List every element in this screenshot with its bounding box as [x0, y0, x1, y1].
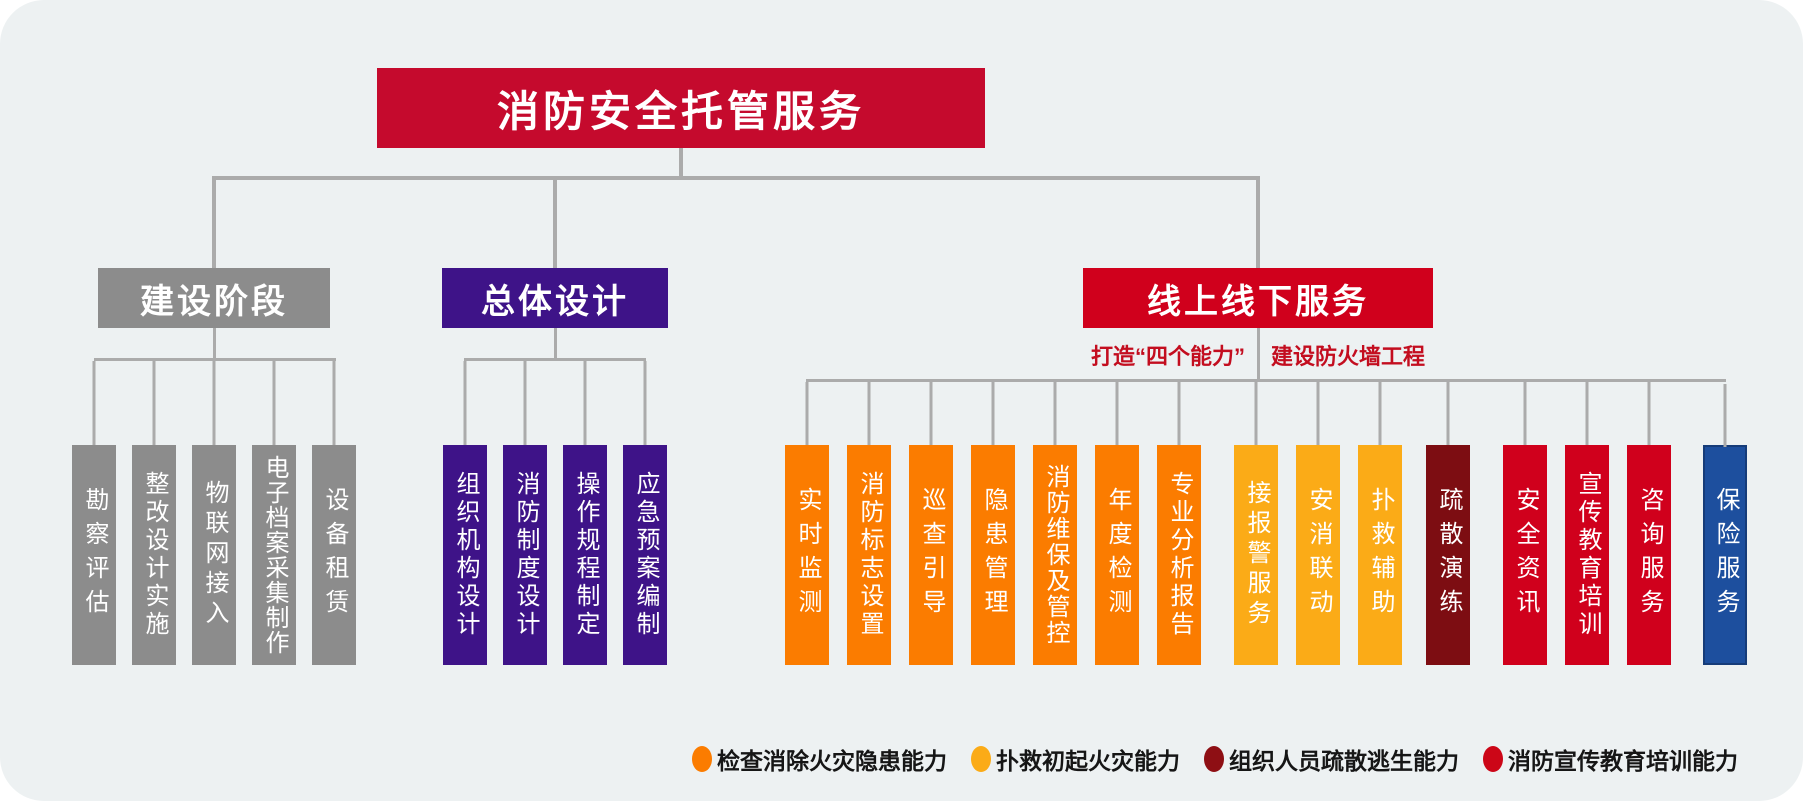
branch-construction: 建设阶段: [98, 268, 330, 328]
org-column-label: 勘察评估: [81, 487, 108, 623]
legend-dot-icon: [971, 746, 991, 772]
org-column-label: 安全资讯: [1512, 487, 1539, 623]
org-column: 应急预案编制: [623, 445, 667, 665]
legend-label: 检查消除火灾隐患能力: [717, 748, 947, 774]
connector-line: [1256, 180, 1260, 268]
org-column: 消防标志设置: [847, 445, 891, 665]
org-column-label: 消防制度设计: [512, 471, 539, 639]
org-column: 保险服务: [1703, 445, 1747, 665]
org-column-label: 年度检测: [1104, 487, 1131, 623]
org-column: 年度检测: [1095, 445, 1139, 665]
org-column-label: 物联网接入: [201, 480, 228, 630]
org-column: 宣传教育培训: [1565, 445, 1609, 665]
branch-service: 线上线下服务: [1083, 268, 1433, 328]
root-node: 消防安全托管服务: [377, 68, 985, 148]
connector-line: [806, 379, 1726, 382]
org-column-label: 操作规程制定: [572, 471, 599, 639]
legend-item: 组织人员疏散逃生能力: [1204, 742, 1459, 776]
legend-dot-icon: [692, 746, 712, 772]
legend-dot-icon: [1204, 746, 1224, 772]
legend-dot-icon: [1483, 746, 1503, 772]
service-columns-insurance: 保险服务: [1703, 445, 1747, 665]
connector-line: [213, 328, 216, 358]
org-column-label: 消防维保及管控: [1042, 464, 1069, 646]
org-column-label: 扑救辅助: [1367, 487, 1394, 623]
legend-label: 扑救初起火灾能力: [996, 748, 1180, 774]
org-column: 安全资讯: [1503, 445, 1547, 665]
org-column: 扑救辅助: [1358, 445, 1402, 665]
org-column: 专业分析报告: [1157, 445, 1201, 665]
design-columns: 组织机构设计 消防制度设计 操作规程制定 应急预案编制: [443, 445, 667, 665]
service-columns-firefighting: 接报警服务 安消联动 扑救辅助: [1234, 445, 1402, 665]
legend-label: 组织人员疏散逃生能力: [1229, 748, 1459, 774]
org-column-label: 隐患管理: [980, 487, 1007, 623]
org-column: 消防制度设计: [503, 445, 547, 665]
connector-line: [212, 176, 1260, 180]
org-column-label: 咨询服务: [1636, 487, 1663, 623]
org-column: 电子档案采集制作: [252, 445, 296, 665]
org-column-label: 保险服务: [1712, 487, 1739, 623]
legend-item: 扑救初起火灾能力: [971, 742, 1180, 776]
org-column-label: 应急预案编制: [632, 471, 659, 639]
service-columns-education: 安全资讯 宣传教育培训 咨询服务: [1503, 445, 1671, 665]
org-column: 实时监测: [785, 445, 829, 665]
connector-line: [94, 358, 336, 361]
org-column-label: 设备租赁: [321, 487, 348, 623]
org-column-label: 安消联动: [1305, 487, 1332, 623]
capability-legend: 检查消除火灾隐患能力 扑救初起火灾能力 组织人员疏散逃生能力 消防宣传教育培训能力: [692, 742, 1738, 776]
org-column-label: 疏散演练: [1435, 487, 1462, 623]
org-column-label: 实时监测: [794, 487, 821, 623]
service-subtitle: 打造“四个能力” 建设防火墙工程: [1083, 339, 1433, 371]
org-column: 疏散演练: [1426, 445, 1470, 665]
org-column-label: 巡查引导: [918, 487, 945, 623]
org-column: 消防维保及管控: [1033, 445, 1077, 665]
legend-item: 检查消除火灾隐患能力: [692, 742, 947, 776]
connector-line: [212, 180, 216, 268]
org-column: 设备租赁: [312, 445, 356, 665]
org-column-label: 专业分析报告: [1166, 471, 1193, 639]
org-column: 操作规程制定: [563, 445, 607, 665]
org-column: 咨询服务: [1627, 445, 1671, 665]
service-columns-evacuation: 疏散演练: [1426, 445, 1470, 665]
org-column-label: 宣传教育培训: [1574, 471, 1601, 639]
connector-line: [679, 148, 683, 176]
connector-line: [553, 180, 557, 268]
org-column: 物联网接入: [192, 445, 236, 665]
org-column-label: 组织机构设计: [452, 471, 479, 639]
org-column-label: 整改设计实施: [141, 471, 168, 639]
org-column: 勘察评估: [72, 445, 116, 665]
org-column-label: 消防标志设置: [856, 471, 883, 639]
org-column: 隐患管理: [971, 445, 1015, 665]
construction-columns: 勘察评估 整改设计实施 物联网接入 电子档案采集制作 设备租赁: [72, 445, 356, 665]
legend-item: 消防宣传教育培训能力: [1483, 742, 1738, 776]
service-subtitle-right: 建设防火墙工程: [1271, 344, 1426, 369]
branch-design: 总体设计: [442, 268, 668, 328]
org-column: 组织机构设计: [443, 445, 487, 665]
connector-line: [1257, 328, 1260, 379]
org-column: 安消联动: [1296, 445, 1340, 665]
org-column-label: 接报警服务: [1243, 480, 1270, 630]
service-subtitle-left: 打造“四个能力”: [1090, 344, 1245, 369]
org-column: 巡查引导: [909, 445, 953, 665]
org-column: 整改设计实施: [132, 445, 176, 665]
legend-label: 消防宣传教育培训能力: [1508, 748, 1738, 774]
connector-line: [464, 358, 646, 361]
org-column: 接报警服务: [1234, 445, 1278, 665]
org-column-label: 电子档案采集制作: [261, 455, 288, 655]
service-columns-inspection: 实时监测 消防标志设置 巡查引导 隐患管理 消防维保及管控 年度检测 专业分析报告: [785, 445, 1201, 665]
connector-line: [554, 328, 557, 358]
